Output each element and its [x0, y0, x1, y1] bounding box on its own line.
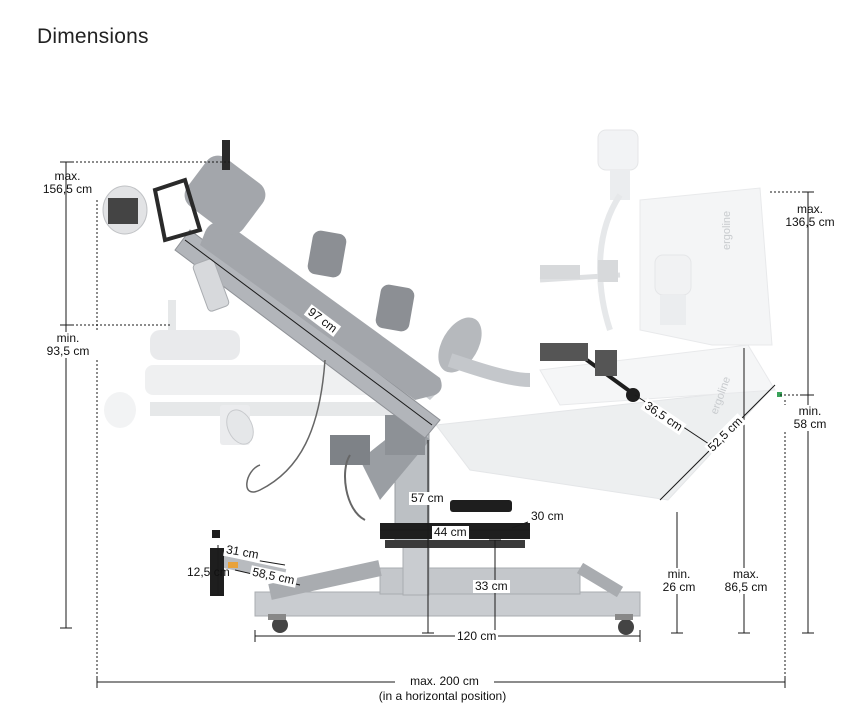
- label-footrest-height: 12,5 cm: [187, 565, 230, 579]
- label-min-height-right: min. 58 cm: [782, 405, 838, 431]
- base-frame: [254, 539, 641, 635]
- label-min-height-left: min. 93,5 cm: [36, 332, 100, 358]
- label-max-height-right: max. 136,5 cm: [785, 202, 835, 229]
- label-max-height-left: max. 156,5 cm: [42, 169, 93, 196]
- label-seat-depth: 30 cm: [531, 509, 564, 523]
- label-min-leg-height: min. 26 cm: [652, 568, 706, 594]
- label-base-length: 120 cm: [455, 629, 499, 643]
- green-marker: [777, 392, 782, 397]
- label-total-length: max. 200 cm: [395, 675, 494, 688]
- label-base-height: 33 cm: [473, 579, 510, 593]
- brand-label: ergoline: [721, 211, 733, 250]
- label-max-leg-height: max. 86,5 cm: [716, 568, 776, 594]
- label-seat-height: 57 cm: [409, 491, 446, 505]
- label-seat-width: 44 cm: [432, 525, 469, 539]
- crank-assembly: [540, 343, 640, 402]
- page-title: Dimensions: [37, 25, 149, 48]
- horizontal-position-ghost: [104, 300, 410, 445]
- label-total-length-note: (in a horizontal position): [378, 689, 507, 703]
